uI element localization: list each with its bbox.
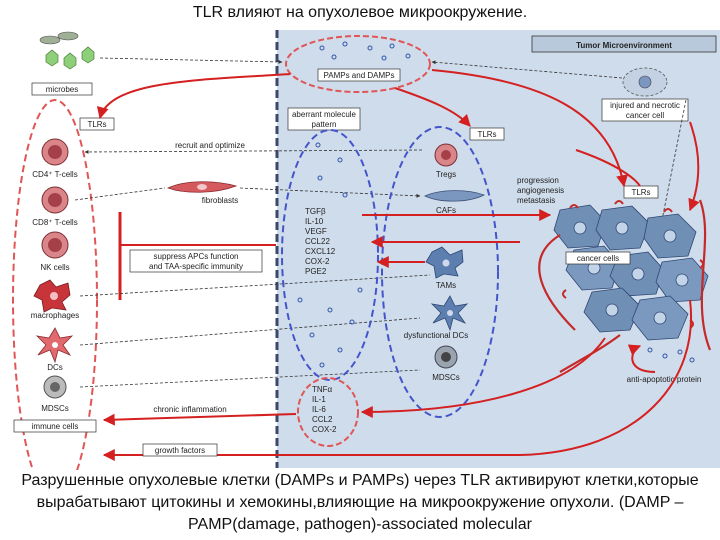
tme-header-box	[531, 35, 717, 53]
pamps-particles	[319, 41, 411, 61]
tregs-label: Tregs	[436, 170, 456, 179]
inflam-2: IL-6	[312, 405, 326, 414]
factor-1: IL-10	[305, 217, 324, 226]
chronic-inflammation-arrow	[102, 413, 297, 426]
inflam-1: IL-1	[312, 395, 326, 404]
cd8-label: CD8⁺ T-cells	[32, 218, 77, 227]
regulatory-cells-ellipse	[381, 126, 499, 418]
tlrs-left-label: TLRs	[87, 120, 106, 129]
cd4-label: CD4⁺ T-cells	[32, 170, 77, 179]
dysfunctional-dc-icon	[430, 295, 469, 332]
mdsc-dotted	[79, 369, 421, 388]
anti-apoptotic-label: anti-apoptotic protein	[627, 375, 702, 384]
factor-0: TGFβ	[305, 207, 326, 216]
cancer-cells-label: cancer cells	[577, 254, 619, 263]
cafs-label: CAFs	[436, 206, 456, 215]
tams-icon	[425, 246, 464, 279]
tlrs-mid-box	[469, 127, 505, 141]
aberrant-label-2: pattern	[312, 120, 337, 129]
cd8-dotted	[74, 187, 166, 201]
tlrs-mid-label: TLRs	[477, 130, 496, 139]
injured-dotted-down	[659, 99, 687, 231]
injured-label-2: cancer cell	[626, 111, 664, 120]
cancer-cells-box	[565, 251, 631, 265]
inflam-3: CCL2	[312, 415, 333, 424]
cafs-icon	[424, 190, 486, 202]
inflam-0: TNFα	[312, 385, 333, 394]
tlrs-right-box	[623, 185, 659, 199]
injured-cell-icon	[622, 67, 668, 97]
anti-apoptotic-particles	[647, 347, 695, 363]
tme-header-label: Tumor Microenvironment	[576, 41, 672, 50]
recruit-label: recruit and optimize	[175, 141, 245, 150]
nk-cell-icon	[41, 231, 69, 259]
microbes-icon	[39, 31, 95, 70]
fibroblasts-label: fibroblasts	[202, 196, 238, 205]
dcs-label: DCs	[47, 363, 63, 372]
anti-apoptotic-arrow	[627, 344, 656, 373]
suppress-label-2: and TAA-specific immunity	[149, 262, 243, 271]
factor-4: CXCL12	[305, 247, 336, 256]
cancer-cell-cluster	[553, 204, 709, 341]
immune-cells-box	[13, 419, 97, 433]
page-title: TLR влияют на опухолевое микроокружение.	[192, 4, 528, 21]
injured-label-1: injured and necrotic	[610, 101, 680, 110]
dc-dotted	[79, 317, 421, 346]
mdscs-left-label: MDSCs	[41, 404, 69, 413]
cd4-cell-icon	[41, 138, 69, 166]
injured-box	[601, 98, 689, 122]
macrophages-label: macrophages	[31, 311, 79, 320]
mdscs-left-icon	[43, 375, 67, 399]
pamps-to-tlrs-right-arrow	[431, 69, 628, 188]
pamps-to-tlrs-left-arrow	[96, 73, 291, 120]
macrophage-icon	[33, 279, 71, 313]
progression-label-2: angiogenesis	[517, 186, 564, 195]
tlr-diagram: Tumor Microenvironment microbes PAMPs an…	[12, 30, 720, 470]
suppress-box	[129, 249, 263, 273]
immune-cells-label: immune cells	[32, 422, 79, 431]
microbes-box	[31, 82, 93, 96]
pamps-label: PAMPs and DAMPs	[324, 71, 395, 80]
mdscs-mid-label: MDSCs	[432, 373, 460, 382]
cancer-to-inflammation-arrow	[360, 337, 606, 418]
aberrant-label-1: aberrant molecule	[292, 110, 357, 119]
microbes-arrow	[99, 57, 283, 64]
factors-ellipse	[281, 129, 379, 381]
progression-label-3: metastasis	[517, 196, 555, 205]
chronic-inflammation-label: chronic inflammation	[153, 405, 226, 414]
pamps-ellipse	[285, 35, 431, 93]
pamps-to-tlrs-mid-arrow	[394, 87, 471, 127]
inflammation-ellipse	[297, 377, 359, 447]
dysfunctional-dcs-label: dysfunctional DCs	[404, 331, 468, 340]
factor-6: PGE2	[305, 267, 327, 276]
caption-text: Разрушенные опухолевые клетки (DAMPs и P…	[21, 472, 699, 533]
pamps-box	[317, 68, 401, 82]
growth-factors-arrow	[102, 299, 693, 461]
growth-factors-box	[142, 443, 218, 457]
factor-2: VEGF	[305, 227, 327, 236]
tlrs-right-label: TLRs	[631, 188, 650, 197]
microbes-label: microbes	[46, 85, 78, 94]
tams-label: TAMs	[436, 281, 456, 290]
recruit-arrow	[84, 149, 423, 154]
injured-to-pamps-arrow	[431, 60, 623, 79]
tlrs-right-branch-arrow	[575, 149, 641, 187]
macrophage-dotted	[79, 274, 431, 297]
factor-3: CCL22	[305, 237, 330, 246]
tregs-icon	[434, 143, 458, 167]
fibroblast-icon	[166, 181, 238, 193]
mdscs-mid-icon	[434, 345, 458, 369]
nk-label: NK cells	[40, 263, 69, 272]
factor-5: COX-2	[305, 257, 330, 266]
dc-cell-icon	[35, 327, 74, 364]
factor-particles	[297, 142, 363, 368]
immune-cells-ellipse	[12, 99, 98, 470]
growth-factors-label: growth factors	[155, 446, 205, 455]
suppress-label-1: suppress APCs function	[154, 252, 239, 261]
progression-label-1: progression	[517, 176, 559, 185]
injured-to-cluster-arrow	[688, 121, 700, 212]
cd8-cell-icon	[41, 186, 69, 214]
inflam-4: COX-2	[312, 425, 337, 434]
